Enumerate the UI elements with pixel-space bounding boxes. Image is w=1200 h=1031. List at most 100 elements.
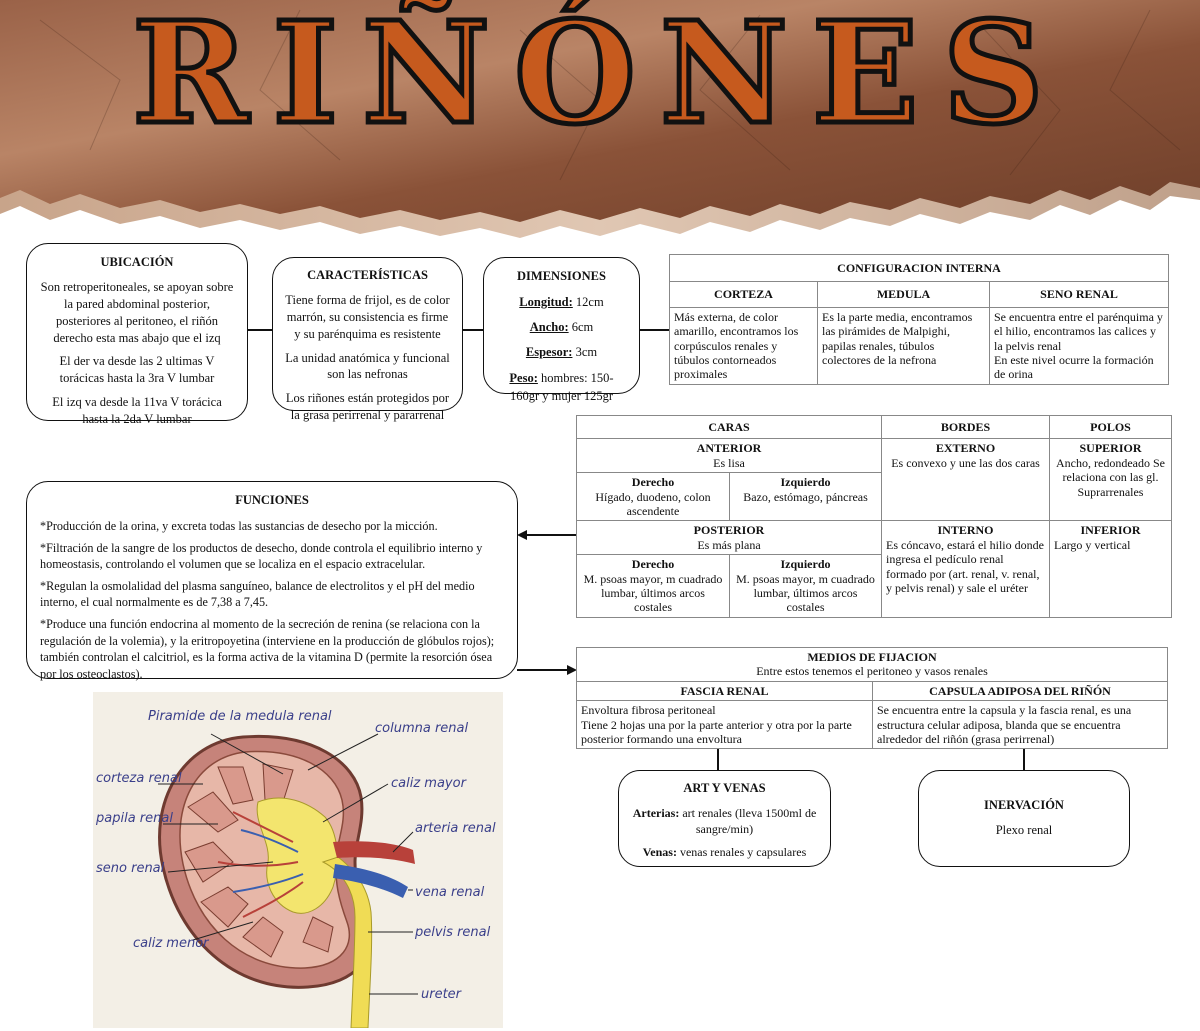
externo-desc: Es convexo y une las dos caras bbox=[891, 455, 1040, 470]
corteza-desc: Más externa, de color amarillo, encontra… bbox=[669, 306, 818, 385]
caracteristicas-title: CARACTERÍSTICAS bbox=[307, 268, 428, 282]
anterior-desc: Es lisa bbox=[713, 455, 745, 470]
dimension-ancho: Ancho: 6cm bbox=[496, 318, 627, 336]
header-polos: POLOS bbox=[1049, 414, 1172, 440]
ubicacion-text-1: Son retroperitoneales, se apoyan sobre l… bbox=[40, 279, 234, 345]
label-piramide: Piramide de la medula renal bbox=[148, 709, 332, 724]
caracteristicas-box: CARACTERÍSTICAS Tiene forma de frijol, e… bbox=[272, 257, 463, 422]
header-banner: RIÑÓNES bbox=[0, 0, 1200, 238]
crumpled-paper bbox=[0, 0, 1200, 222]
ubicacion-title: UBICACIÓN bbox=[100, 255, 174, 269]
label-papila: papila renal bbox=[95, 811, 173, 826]
arterias-value: art renales (lleva 1500ml de sangre/min) bbox=[682, 805, 817, 837]
inferior-desc: Largo y vertical bbox=[1054, 537, 1131, 552]
funciones-box: FUNCIONES *Producción de la orina, y exc… bbox=[26, 481, 518, 681]
dimensiones-title: DIMENSIONES bbox=[517, 269, 606, 283]
label-caliz-menor: caliz menor bbox=[133, 936, 210, 951]
capsula-desc: Se encuentra entre la capsula y la fasci… bbox=[872, 700, 1168, 750]
anterior-derecho-desc: Hígado, duodeno, colon ascendente bbox=[595, 489, 711, 518]
medula-desc: Es la parte media, encontramos las pirám… bbox=[817, 306, 990, 385]
ubicacion-box: UBICACIÓN Son retroperitoneales, se apoy… bbox=[26, 243, 248, 426]
connector-dimensiones-config bbox=[640, 329, 670, 331]
posterior-title: POSTERIOR bbox=[693, 523, 765, 538]
anterior-title: ANTERIOR bbox=[696, 441, 762, 456]
dimension-espesor: Espesor: 3cm bbox=[496, 343, 627, 361]
posterior-izquierdo-label: Izquierdo bbox=[780, 557, 831, 572]
seno-desc-2: En este nivel ocurre la formación de ori… bbox=[994, 352, 1154, 382]
renal-artery bbox=[333, 841, 415, 864]
label-pelvis: pelvis renal bbox=[414, 925, 491, 940]
posterior-derecho-label: Derecho bbox=[631, 557, 675, 572]
caracteristicas-text-3: Los riñones están protegidos por la gras… bbox=[285, 391, 450, 423]
header-caras: CARAS bbox=[576, 414, 882, 440]
venas-label: Venas: bbox=[642, 845, 677, 860]
arrow-to-funciones bbox=[517, 530, 577, 540]
renal-pelvis bbox=[321, 856, 373, 1028]
label-caliz-mayor: caliz mayor bbox=[391, 776, 468, 791]
fijacion-title: MEDIOS DE FIJACION bbox=[807, 650, 937, 664]
espesor-label: Espesor: bbox=[525, 345, 573, 360]
page-title: RIÑÓNES bbox=[132, 0, 1068, 156]
header-bordes: BORDES bbox=[881, 414, 1050, 440]
col-capsula-adiposa: CAPSULA ADIPOSA DEL RIÑÓN bbox=[872, 680, 1168, 702]
arrow-to-fijacion bbox=[517, 665, 577, 675]
superior-title: SUPERIOR bbox=[1079, 441, 1142, 456]
label-ureter: ureter bbox=[421, 987, 463, 1002]
label-columna: columna renal bbox=[375, 721, 469, 736]
fijacion-subtitle: Entre estos tenemos el peritoneo y vasos… bbox=[756, 664, 988, 679]
seno-desc: Se encuentra entre el parénquima y el hi… bbox=[989, 306, 1169, 385]
connector-fijacion-artvenas bbox=[717, 738, 719, 770]
arterias-label: Arterias: bbox=[632, 805, 680, 820]
col-medula: MEDULA bbox=[817, 281, 990, 308]
col-seno-renal: SENO RENAL bbox=[989, 281, 1169, 308]
ubicacion-text-2: El der va desde las 2 ultimas V torácica… bbox=[59, 354, 215, 386]
label-seno: seno renal bbox=[96, 861, 165, 876]
col-fascia-renal: FASCIA RENAL bbox=[576, 680, 873, 702]
externo-title: EXTERNO bbox=[935, 441, 996, 456]
anterior-derecho-label: Derecho bbox=[631, 475, 675, 490]
art-venas-box: ART Y VENAS Arterias: art renales (lleva… bbox=[618, 770, 831, 867]
connector-caracteristicas-dimensiones bbox=[463, 329, 483, 331]
dimensiones-box: DIMENSIONES Longitud: 12cm Ancho: 6cm Es… bbox=[483, 257, 640, 403]
superior-desc: Ancho, redondeado Se relaciona con las g… bbox=[1056, 455, 1165, 499]
inferior-title: INFERIOR bbox=[1080, 523, 1141, 538]
longitud-label: Longitud: bbox=[519, 295, 573, 310]
kidney-drawing: Piramide de la medula renal columna rena… bbox=[93, 692, 503, 1028]
ubicacion-text-3: El izq va desde la 11va V torácica hasta… bbox=[52, 395, 222, 426]
art-venas-title: ART Y VENAS bbox=[683, 781, 766, 795]
inervacion-value: Plexo renal bbox=[995, 822, 1053, 837]
arterias-line: Arterias: art renales (lleva 1500ml de s… bbox=[631, 805, 818, 837]
anterior-izquierdo-desc: Bazo, estómago, páncreas bbox=[743, 489, 868, 504]
renal-sinus bbox=[256, 797, 338, 914]
anterior-izquierdo-label: Izquierdo bbox=[780, 475, 831, 490]
posterior-izquierdo-desc: M. psoas mayor, m cuadrado lumbar, últim… bbox=[736, 571, 875, 615]
posterior-derecho-desc: M. psoas mayor, m cuadrado lumbar, últim… bbox=[583, 571, 723, 615]
connector-fijacion-inervacion bbox=[1023, 738, 1025, 770]
fascia-desc-2: Tiene 2 hojas una por la parte anterior … bbox=[581, 717, 852, 746]
espesor-value: 3cm bbox=[575, 345, 598, 360]
col-corteza: CORTEZA bbox=[669, 281, 818, 308]
inervacion-title: INERVACIÓN bbox=[984, 798, 1064, 812]
label-vena: vena renal bbox=[415, 885, 485, 900]
venas-line: Venas: venas renales y capsulares bbox=[631, 844, 818, 860]
dimension-longitud: Longitud: 12cm bbox=[496, 293, 627, 311]
funcion-item-1: *Producción de la orina, y excreta todas… bbox=[40, 519, 438, 533]
ancho-label: Ancho: bbox=[529, 320, 569, 335]
venas-value: venas renales y capsulares bbox=[679, 845, 807, 860]
connector-ubicacion-caracteristicas bbox=[248, 329, 272, 331]
interno-title: INTERNO bbox=[937, 523, 994, 538]
label-corteza: corteza renal bbox=[96, 771, 182, 786]
label-arteria: arteria renal bbox=[415, 821, 496, 836]
funcion-item-4: *Produce una función endocrina al moment… bbox=[40, 616, 495, 681]
